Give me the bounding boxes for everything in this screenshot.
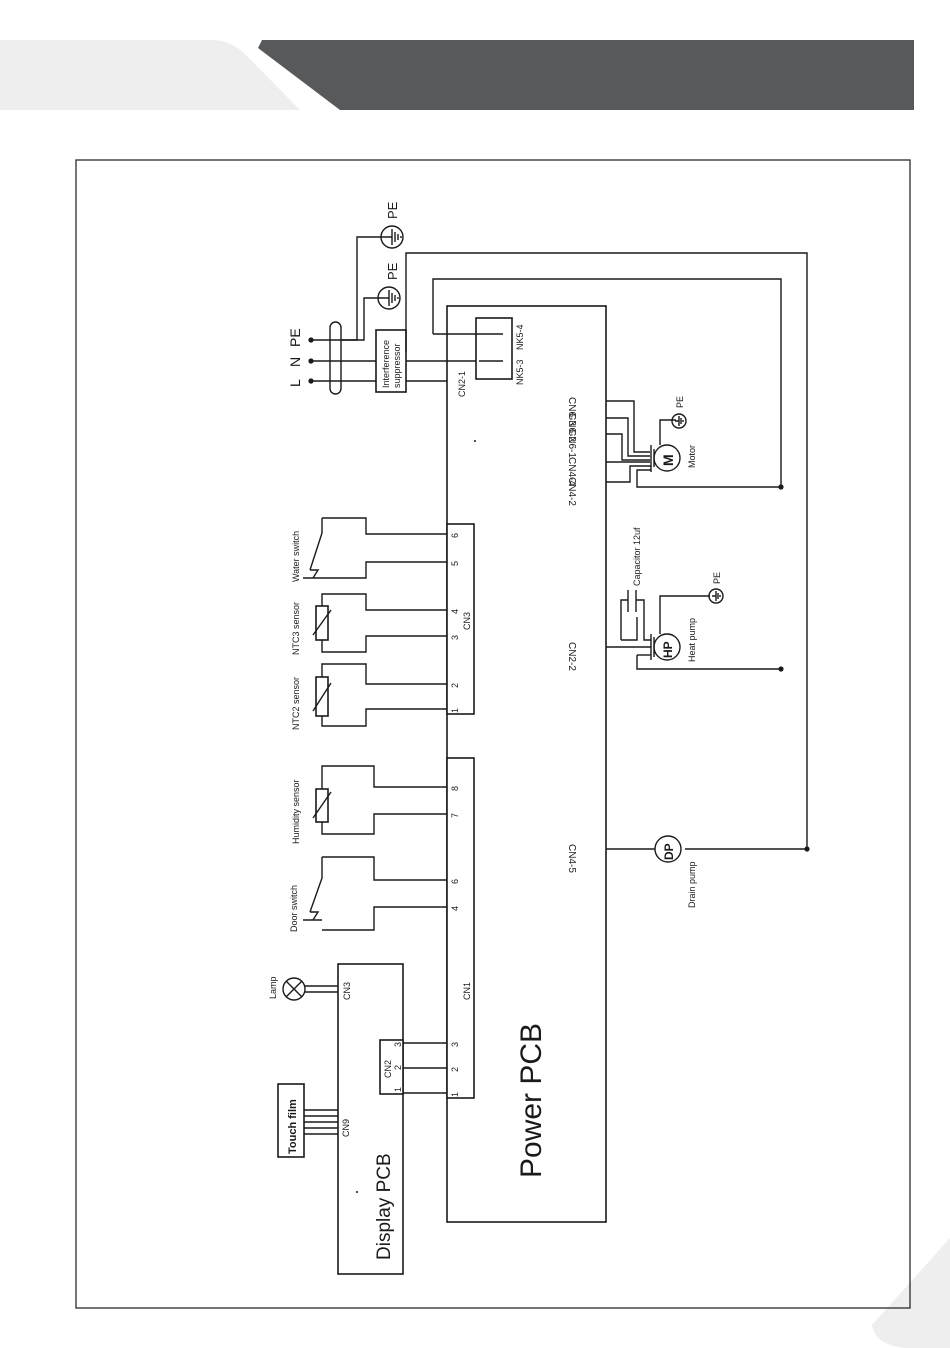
cn3-label: CN3 bbox=[462, 612, 472, 630]
header-light-tab bbox=[0, 40, 300, 110]
pe-ground-2 bbox=[377, 286, 401, 310]
display-pcb-board bbox=[337, 963, 404, 1275]
display-cn3-label: CN3 bbox=[342, 982, 352, 1000]
capacitor-label: Capacitor 12uf bbox=[632, 527, 642, 586]
cn3-pin-6: 6 bbox=[450, 533, 460, 538]
pe-ground-1-label: PE bbox=[385, 201, 400, 219]
touch-film-label: Touch film bbox=[287, 1099, 299, 1154]
drain-pump-symbol-label: DP bbox=[662, 843, 676, 860]
header-dark-banner bbox=[258, 40, 914, 110]
cn2-2-label: CN2-2 bbox=[566, 642, 577, 671]
cn6-1-label: CN6-1 bbox=[566, 429, 577, 458]
display-cn2-pin-1: 1 bbox=[393, 1087, 403, 1092]
suppressor-label-line1: Interference bbox=[381, 340, 391, 388]
lamp-label: Lamp bbox=[268, 976, 278, 999]
cn3-pin-5: 5 bbox=[450, 561, 460, 566]
power-pcb-title: Power PCB bbox=[515, 1023, 548, 1178]
pe-ground-2-label: PE bbox=[385, 262, 400, 280]
mains-label-pe: PE bbox=[287, 328, 303, 347]
lamp-symbol bbox=[282, 977, 306, 1001]
mains-cable-clamp bbox=[308, 236, 381, 395]
display-cn9-label: CN9 bbox=[341, 1119, 351, 1137]
corner-page-tab bbox=[872, 1238, 950, 1348]
nk5-4-label: NK5-4 bbox=[515, 324, 525, 350]
door-switch-label: Door switch bbox=[289, 885, 299, 932]
nk5-3-label: NK5-3 bbox=[515, 359, 525, 385]
diagram-frame bbox=[75, 159, 911, 1309]
ntc3-sensor-label: NTC3 sensor bbox=[291, 602, 301, 655]
cn4-5-label: CN4-5 bbox=[566, 844, 577, 873]
cn1-pin-1: 1 bbox=[450, 1092, 460, 1097]
cn4-4-label: CN4-4 bbox=[566, 457, 577, 486]
cn1-label: CN1 bbox=[462, 982, 472, 1000]
heat-pump-pe-label: PE bbox=[712, 572, 722, 584]
drain-pump-label: Drain pump bbox=[687, 861, 697, 908]
mains-label-l: L bbox=[287, 379, 303, 387]
water-switch-label: Water switch bbox=[291, 531, 301, 582]
display-cn2-label: CN2 bbox=[383, 1060, 393, 1078]
cn1-pin-6: 6 bbox=[450, 879, 460, 884]
cn1-pin-2: 2 bbox=[450, 1067, 460, 1072]
display-cn2-pin-2: 2 bbox=[393, 1065, 403, 1070]
heat-pump-label: Heat pump bbox=[687, 618, 697, 662]
cn1-pin-3: 3 bbox=[450, 1042, 460, 1047]
cn4-2-label: CN4-2 bbox=[566, 477, 577, 506]
cn6-2-label: CN6-2 bbox=[566, 413, 577, 442]
pe-ground-1 bbox=[380, 225, 404, 249]
cn2-1-label: CN2-1 bbox=[457, 371, 467, 397]
wiring-diagram bbox=[277, 225, 810, 1275]
cn6-3-label: CN6-3 bbox=[566, 397, 577, 426]
motor-pe-label: PE bbox=[675, 396, 685, 408]
relay-nk5 bbox=[475, 317, 513, 380]
cn1-pin-8: 8 bbox=[450, 786, 460, 791]
display-cn2-pin-3: 3 bbox=[393, 1042, 403, 1047]
cn3-pin-3: 3 bbox=[450, 635, 460, 640]
display-cn2-header bbox=[379, 1039, 404, 1095]
suppressor-label-line2: suppressor bbox=[392, 343, 402, 388]
drain-pump-symbol bbox=[654, 835, 682, 863]
cn3-pin-2: 2 bbox=[450, 683, 460, 688]
cn1-pin-7: 7 bbox=[450, 813, 460, 818]
mains-label-n: N bbox=[287, 357, 303, 367]
cn3-header bbox=[446, 523, 475, 715]
heat-pump-symbol-label: HP bbox=[661, 641, 675, 658]
motor-label: Motor bbox=[687, 445, 697, 468]
display-pcb-title: Display PCB bbox=[374, 1153, 395, 1260]
humidity-sensor-label: Humidity sensor bbox=[291, 779, 301, 844]
ntc2-sensor-label: NTC2 sensor bbox=[291, 677, 301, 730]
cn3-pin-4: 4 bbox=[450, 609, 460, 614]
cn3-pin-1: 1 bbox=[450, 708, 460, 713]
motor-symbol-label: M bbox=[660, 454, 676, 466]
cn1-header bbox=[446, 757, 475, 1099]
cn1-pin-4: 4 bbox=[450, 906, 460, 911]
touch-film-box bbox=[277, 1083, 305, 1158]
